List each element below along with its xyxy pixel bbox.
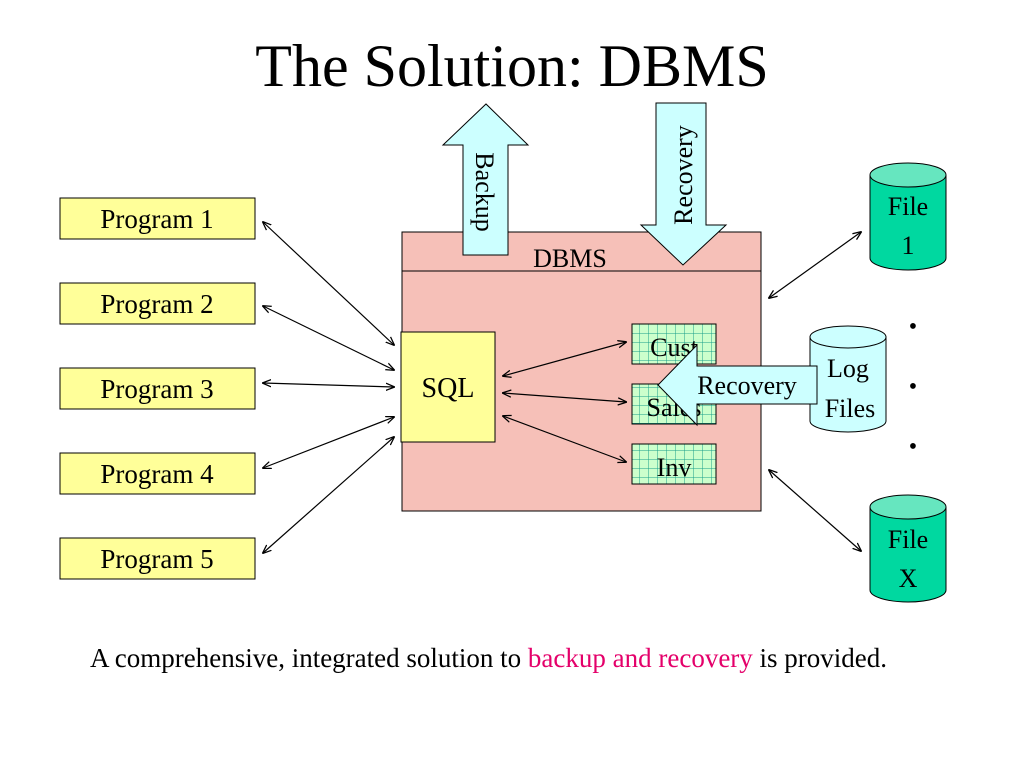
ellipsis-dot-1: • [909, 314, 917, 340]
log-files-label-2: Files [825, 394, 876, 423]
program-2: Program 2 [59, 282, 256, 325]
arrow-program3-sql [263, 383, 394, 387]
arrow-sql-cust [503, 342, 626, 376]
table-inv: Inv [631, 443, 717, 485]
arrow-sql-inv [503, 416, 626, 462]
sql-box: SQL [400, 331, 496, 443]
recovery-arrow-left-label: Recovery [697, 371, 797, 400]
arrow-program4-sql [263, 417, 394, 468]
dbms-label: DBMS [533, 244, 607, 273]
log-files-cylinder: Log Files [809, 325, 887, 433]
arrow-program1-sql [263, 222, 394, 345]
recovery-arrow-down: Recovery [639, 102, 728, 266]
program-3-label: Program 3 [100, 374, 213, 404]
file-1-cylinder: File 1 [869, 162, 947, 271]
slide-title: The Solution: DBMS [255, 33, 769, 99]
arrow-dbms-file1 [769, 232, 861, 298]
file-x-label-2: X [899, 564, 918, 593]
arrow-program5-sql [263, 437, 394, 553]
log-files-label-1: Log [827, 354, 869, 383]
ellipsis-dot-3: • [909, 434, 917, 460]
program-1: Program 1 [59, 197, 256, 240]
program-2-label: Program 2 [100, 289, 213, 319]
program-5-label: Program 5 [100, 544, 213, 574]
program-3: Program 3 [59, 367, 256, 410]
caption-highlight: backup and recovery [527, 643, 753, 673]
recovery-arrow-down-label: Recovery [669, 125, 698, 225]
ellipsis-dots: • • • [909, 314, 917, 460]
caption-before: A comprehensive, integrated solution to [90, 643, 528, 673]
backup-arrow-label: Backup [470, 152, 499, 231]
arrow-dbms-filex [769, 470, 861, 551]
program-5: Program 5 [59, 537, 256, 580]
backup-arrow: Backup [441, 103, 530, 256]
caption-after: is provided. [752, 643, 888, 673]
arrow-program2-sql [263, 306, 394, 370]
program-4: Program 4 [59, 452, 256, 495]
recovery-arrow-left: Recovery [657, 343, 818, 427]
sql-label: SQL [422, 373, 475, 404]
file-x-cylinder: File X [869, 494, 947, 603]
table-cust: Cust [631, 323, 717, 365]
file-x-label-1: File [888, 525, 928, 554]
program-4-label: Program 4 [100, 459, 214, 489]
program-1-label: Program 1 [100, 204, 213, 234]
file-1-label-1: File [888, 192, 928, 221]
table-inv-label: Inv [657, 453, 692, 482]
caption: A comprehensive, integrated solution to … [90, 640, 970, 676]
file-1-label-2: 1 [902, 231, 915, 260]
ellipsis-dot-2: • [909, 374, 917, 400]
arrow-sql-sales [503, 393, 626, 402]
